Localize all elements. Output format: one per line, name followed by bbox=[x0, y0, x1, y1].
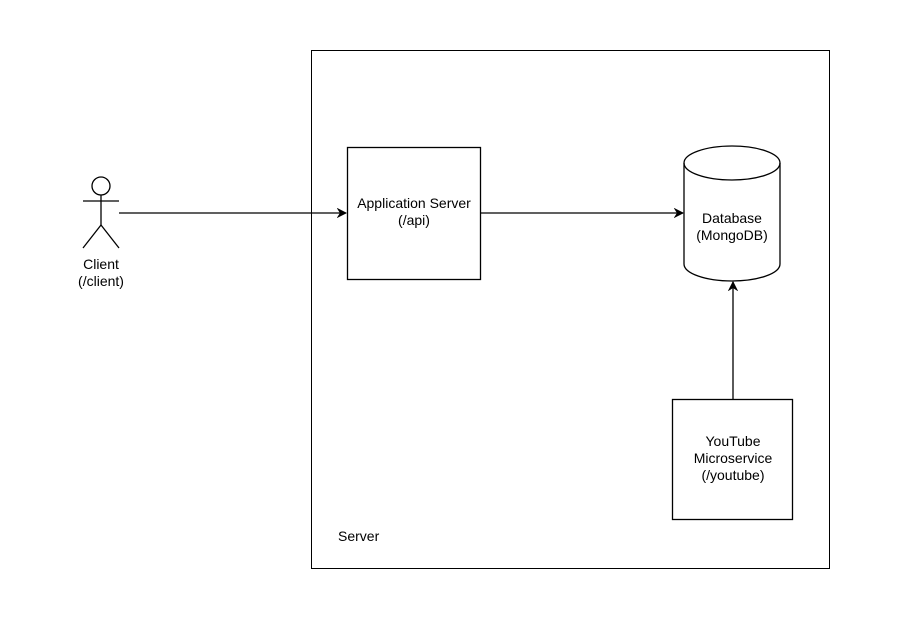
youtube-name: YouTube bbox=[705, 433, 761, 449]
client-label: Client (/client) bbox=[61, 256, 141, 290]
youtube-microservice-label: YouTube Microservice (/youtube) bbox=[673, 433, 793, 484]
application-server-path: (/api) bbox=[398, 212, 430, 228]
youtube-path: (/youtube) bbox=[701, 467, 765, 483]
database-type: (MongoDB) bbox=[696, 227, 768, 243]
client-actor-icon bbox=[82, 176, 120, 249]
application-server-label: Application Server (/api) bbox=[348, 195, 480, 229]
application-server-box bbox=[346, 146, 482, 281]
server-container-label: Server bbox=[338, 528, 380, 544]
database-cylinder-icon bbox=[683, 145, 781, 282]
client-name: Client bbox=[83, 256, 119, 272]
application-server-name: Application Server bbox=[357, 195, 471, 211]
youtube-kind: Microservice bbox=[693, 450, 773, 466]
database-label: Database (MongoDB) bbox=[684, 210, 780, 244]
client-path: (/client) bbox=[78, 273, 124, 289]
youtube-microservice-box bbox=[671, 398, 794, 521]
database-name: Database bbox=[702, 210, 762, 226]
